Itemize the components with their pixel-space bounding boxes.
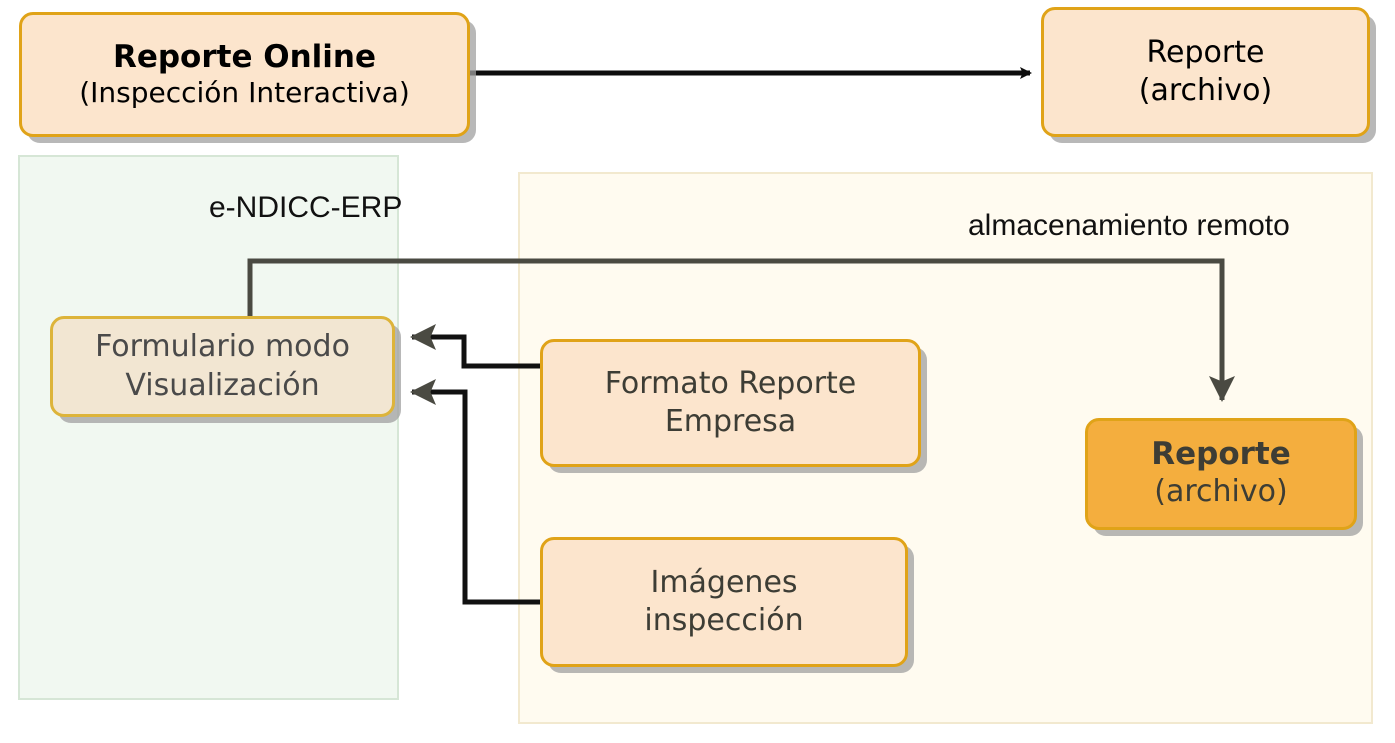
node-formato-reporte-empresa[interactable]: Formato Reporte Empresa bbox=[540, 339, 921, 467]
node-reporte-online-line2: (Inspección Interactiva) bbox=[79, 75, 410, 109]
node-reporte-online-line1: Reporte Online bbox=[112, 38, 377, 75]
node-reporte-archivo-top-line2: (archivo) bbox=[1138, 73, 1273, 108]
node-imagenes-line1: Imágenes bbox=[650, 564, 798, 600]
node-reporte-archivo-top[interactable]: Reporte (archivo) bbox=[1041, 7, 1370, 137]
container-label-erp: e-NDICC-ERP bbox=[209, 191, 403, 224]
node-reporte-archivo-bottom-line1: Reporte bbox=[1151, 435, 1291, 472]
node-imagenes-line2: inspección bbox=[644, 603, 804, 638]
node-formato-reporte-line2: Empresa bbox=[664, 404, 797, 439]
node-formato-reporte-line1: Formato Reporte bbox=[604, 365, 857, 401]
node-reporte-online[interactable]: Reporte Online (Inspección Interactiva) bbox=[19, 12, 470, 137]
node-formulario-modo-visualizacion[interactable]: Formulario modo Visualización bbox=[50, 316, 395, 417]
container-label-remote: almacenamiento remoto bbox=[968, 209, 1290, 242]
container-e-ndicc-erp bbox=[18, 155, 399, 700]
node-reporte-archivo-bottom[interactable]: Reporte (archivo) bbox=[1085, 418, 1357, 530]
node-formulario-line1: Formulario modo bbox=[95, 329, 350, 365]
node-reporte-archivo-top-line1: Reporte bbox=[1146, 34, 1265, 70]
node-formulario-line2: Visualización bbox=[125, 367, 320, 403]
node-reporte-archivo-bottom-line2: (archivo) bbox=[1154, 473, 1288, 509]
node-imagenes-inspeccion[interactable]: Imágenes inspección bbox=[540, 537, 908, 667]
